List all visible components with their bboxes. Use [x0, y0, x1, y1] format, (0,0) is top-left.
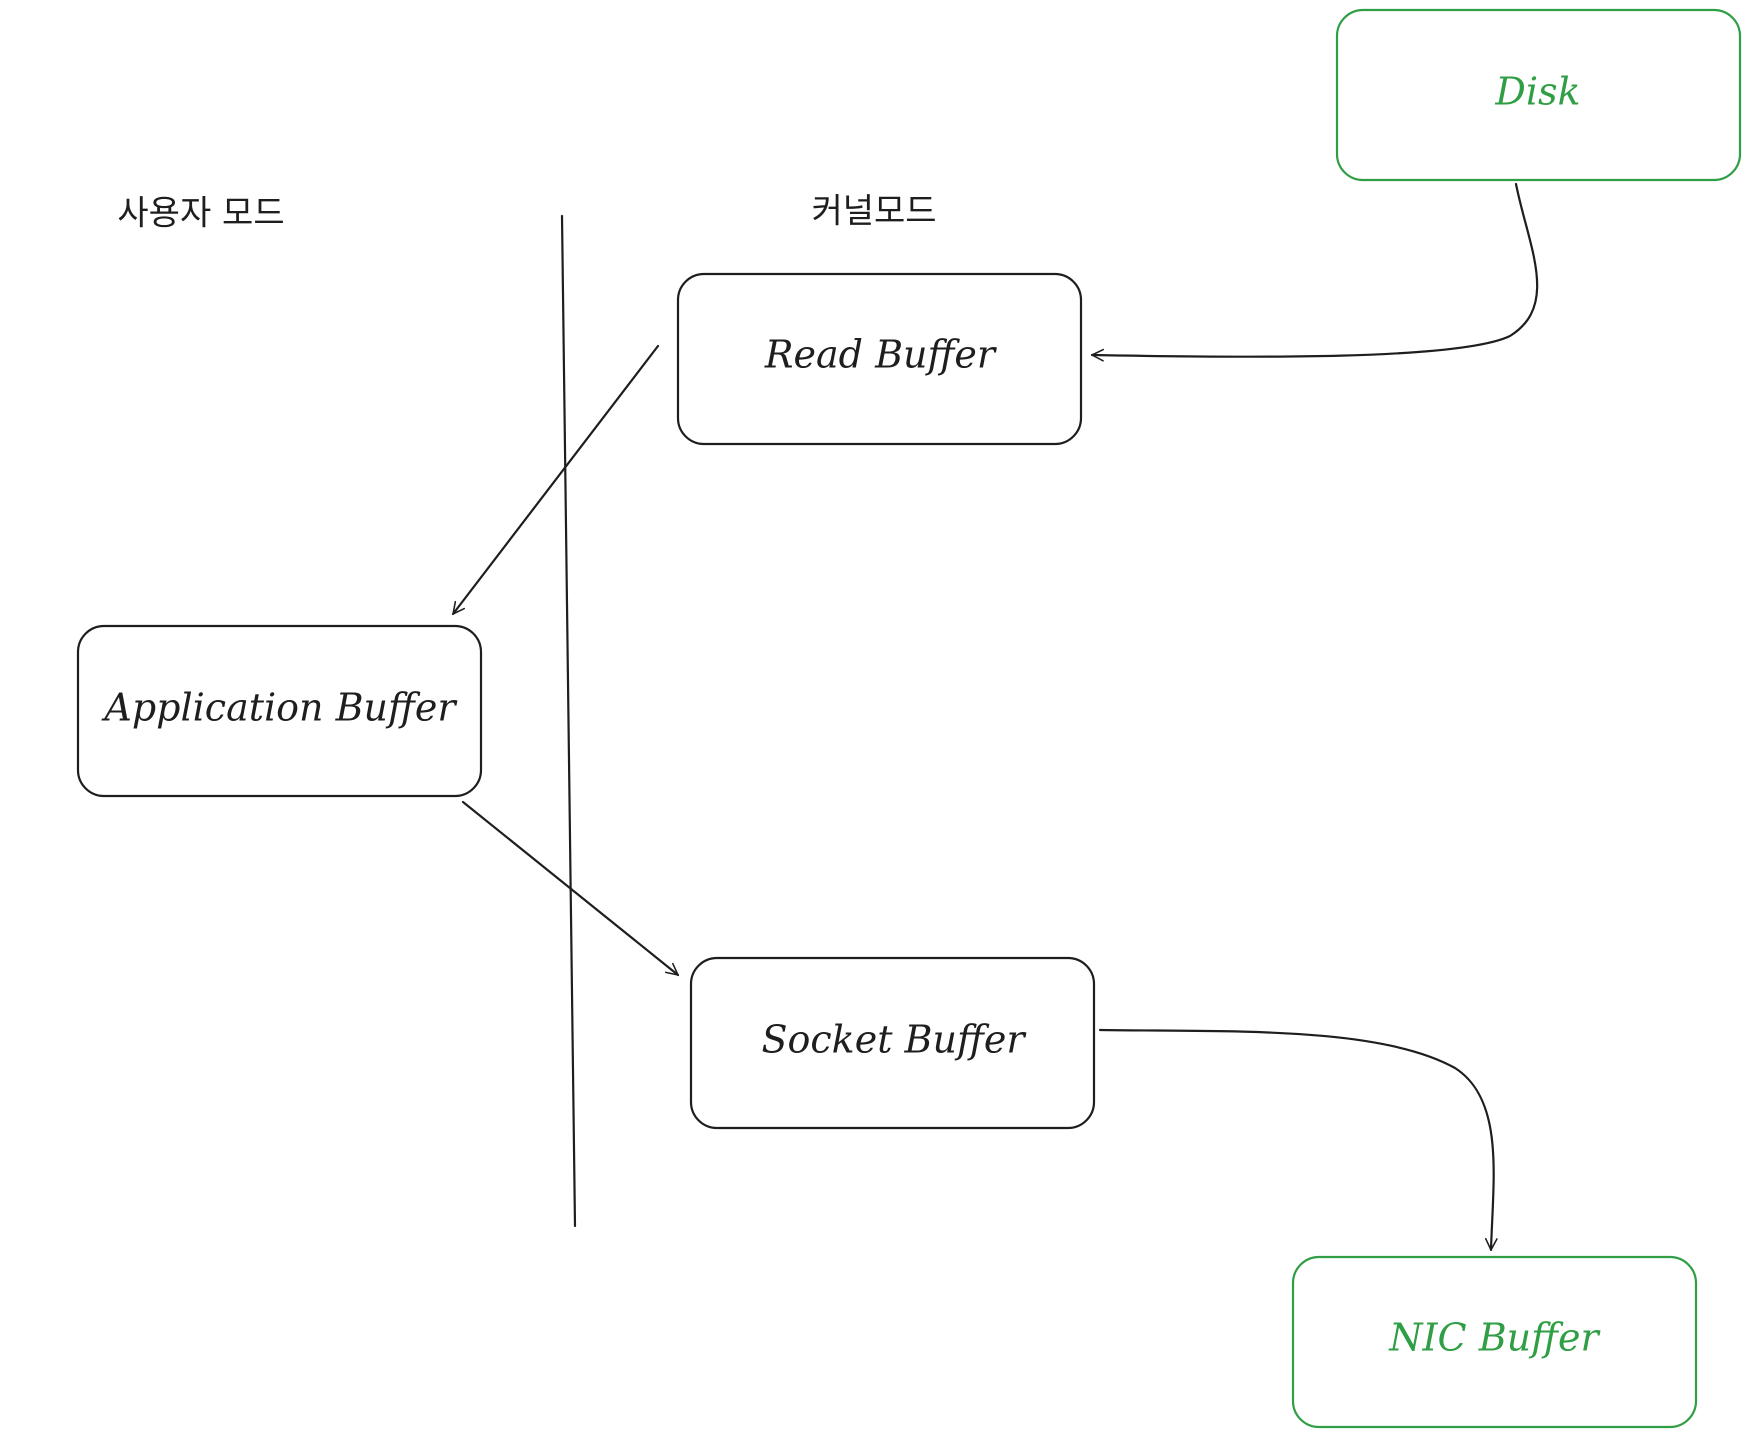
arrow-application-buffer-to-socket-buffer	[461, 800, 680, 977]
socket-buffer-node[interactable]: Socket Buffer	[689, 956, 1096, 1130]
kernel-mode-label: 커널모드	[811, 192, 936, 232]
mode-divider-line	[560, 214, 577, 1228]
arrow-read-buffer-to-application-buffer	[451, 344, 660, 616]
nic-buffer-label: NIC Buffer	[1388, 1316, 1601, 1360]
socket-buffer-label: Socket Buffer	[761, 1018, 1027, 1062]
socket-buffer-box	[689, 956, 1096, 1130]
disk-label: Disk	[1494, 70, 1580, 114]
arrow-disk-to-read-buffer	[1090, 182, 1539, 362]
read-buffer-node[interactable]: Read Buffer	[676, 272, 1083, 446]
read-buffer-label: Read Buffer	[764, 333, 998, 377]
nic-buffer-box	[1291, 1255, 1698, 1429]
user-mode-label: 사용자 모드	[117, 194, 284, 234]
read-buffer-box	[676, 272, 1083, 446]
arrow-socket-buffer-to-nic-buffer	[1098, 1028, 1498, 1252]
application-buffer-label: Application Buffer	[101, 686, 458, 730]
application-buffer-node[interactable]: Application Buffer	[76, 624, 483, 798]
disk-node[interactable]: Disk	[1335, 8, 1742, 182]
disk-box	[1335, 8, 1742, 182]
nic-buffer-node[interactable]: NIC Buffer	[1291, 1255, 1698, 1429]
application-buffer-box	[76, 624, 483, 798]
